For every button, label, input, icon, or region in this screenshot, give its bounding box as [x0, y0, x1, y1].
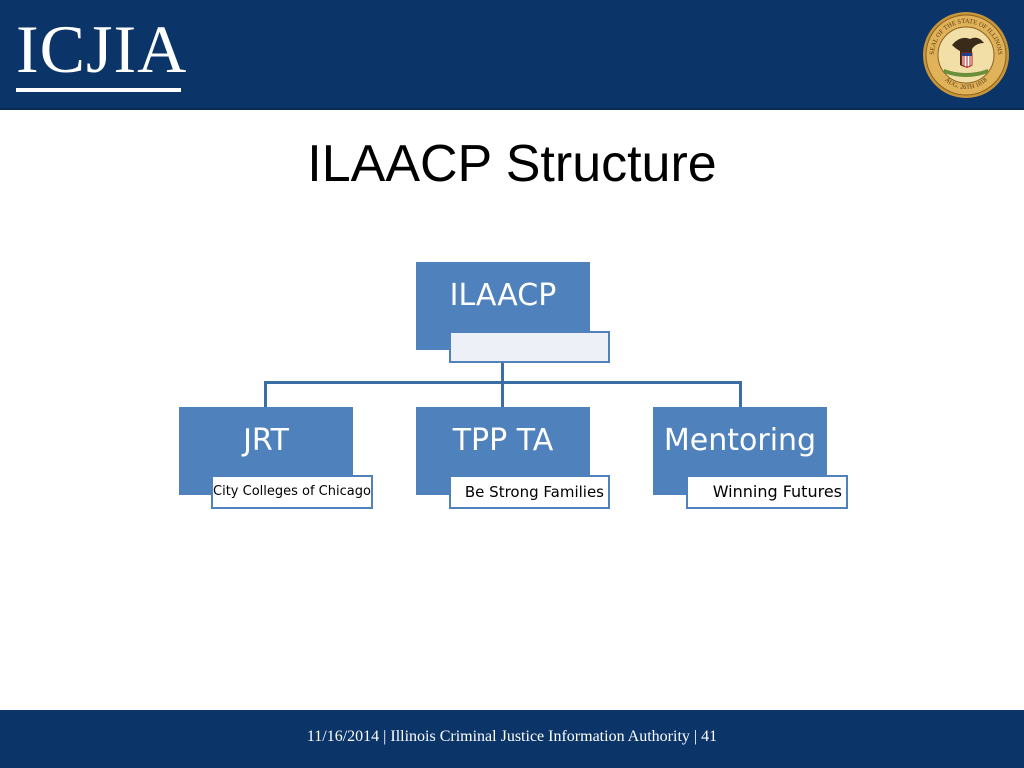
logo-underline [16, 88, 181, 92]
state-seal-icon: SEAL OF THE STATE OF ILLINOIS AUG. 26TH … [923, 12, 1009, 98]
node-tpp-ta-sublabel: Be Strong Families [449, 475, 610, 509]
node-ilaacp-sublabel [449, 331, 610, 363]
root-connector-vertical [501, 350, 504, 384]
footer-text: 11/16/2014 | Illinois Criminal Justice I… [306, 728, 718, 745]
connector-to-tpp-ta [501, 381, 504, 408]
node-label: TPP TA [452, 423, 554, 458]
icjia-logo: ICJIA [16, 12, 186, 94]
footer-banner: 11/16/2014 | Illinois Criminal Justice I… [0, 710, 1024, 768]
connector-to-mentoring [739, 381, 742, 408]
node-label: ILAACP [449, 278, 557, 313]
slide-title: ILAACP Structure [307, 135, 717, 193]
node-label: JRT [243, 423, 289, 458]
node-mentoring-sublabel: Winning Futures [686, 475, 848, 509]
logo-text: ICJIA [16, 11, 188, 87]
connector-to-jrt [264, 381, 267, 408]
node-jrt-sublabel: City Colleges of Chicago [211, 475, 373, 509]
node-label: Mentoring [663, 423, 817, 458]
header-banner: ICJIA SEAL OF THE STATE OF ILLINOIS AUG.… [0, 0, 1024, 110]
